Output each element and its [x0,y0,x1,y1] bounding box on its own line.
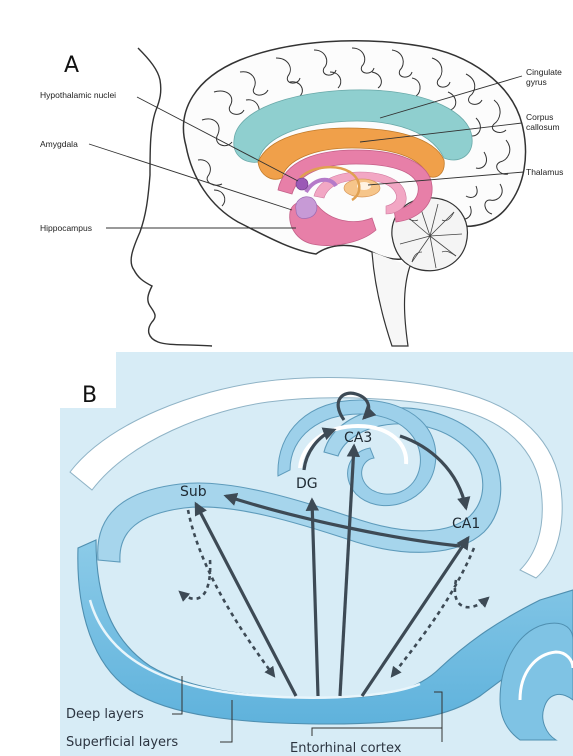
label-entorhinal-cortex: Entorhinal cortex [290,741,402,756]
label-dg: DG [296,476,318,492]
label-thalamus: Thalamus [526,167,563,177]
label-cingulate-2: gyrus [526,77,547,87]
label-cingulate-1: Cingulate [526,67,562,77]
panel-b-letter: B [82,383,97,408]
label-hippocampus: Hippocampus [40,223,92,233]
panel-a: A [40,41,563,346]
label-corpus-2: callosum [526,122,560,132]
label-ca1: CA1 [452,516,480,532]
brainstem [372,252,410,346]
label-hypothalamic-nuclei: Hypothalamic nuclei [40,90,116,100]
label-deep-layers: Deep layers [66,707,144,722]
label-sub: Sub [180,484,207,500]
label-amygdala: Amygdala [40,139,78,149]
label-superficial-layers: Superficial layers [66,735,178,750]
label-corpus-1: Corpus [526,112,553,122]
panel-b: B CA3 DG Sub [60,352,573,756]
panel-a-letter: A [64,53,79,78]
label-ca3: CA3 [344,430,372,446]
amygdala [296,197,317,219]
hypothalamic-nuclei [296,178,308,190]
